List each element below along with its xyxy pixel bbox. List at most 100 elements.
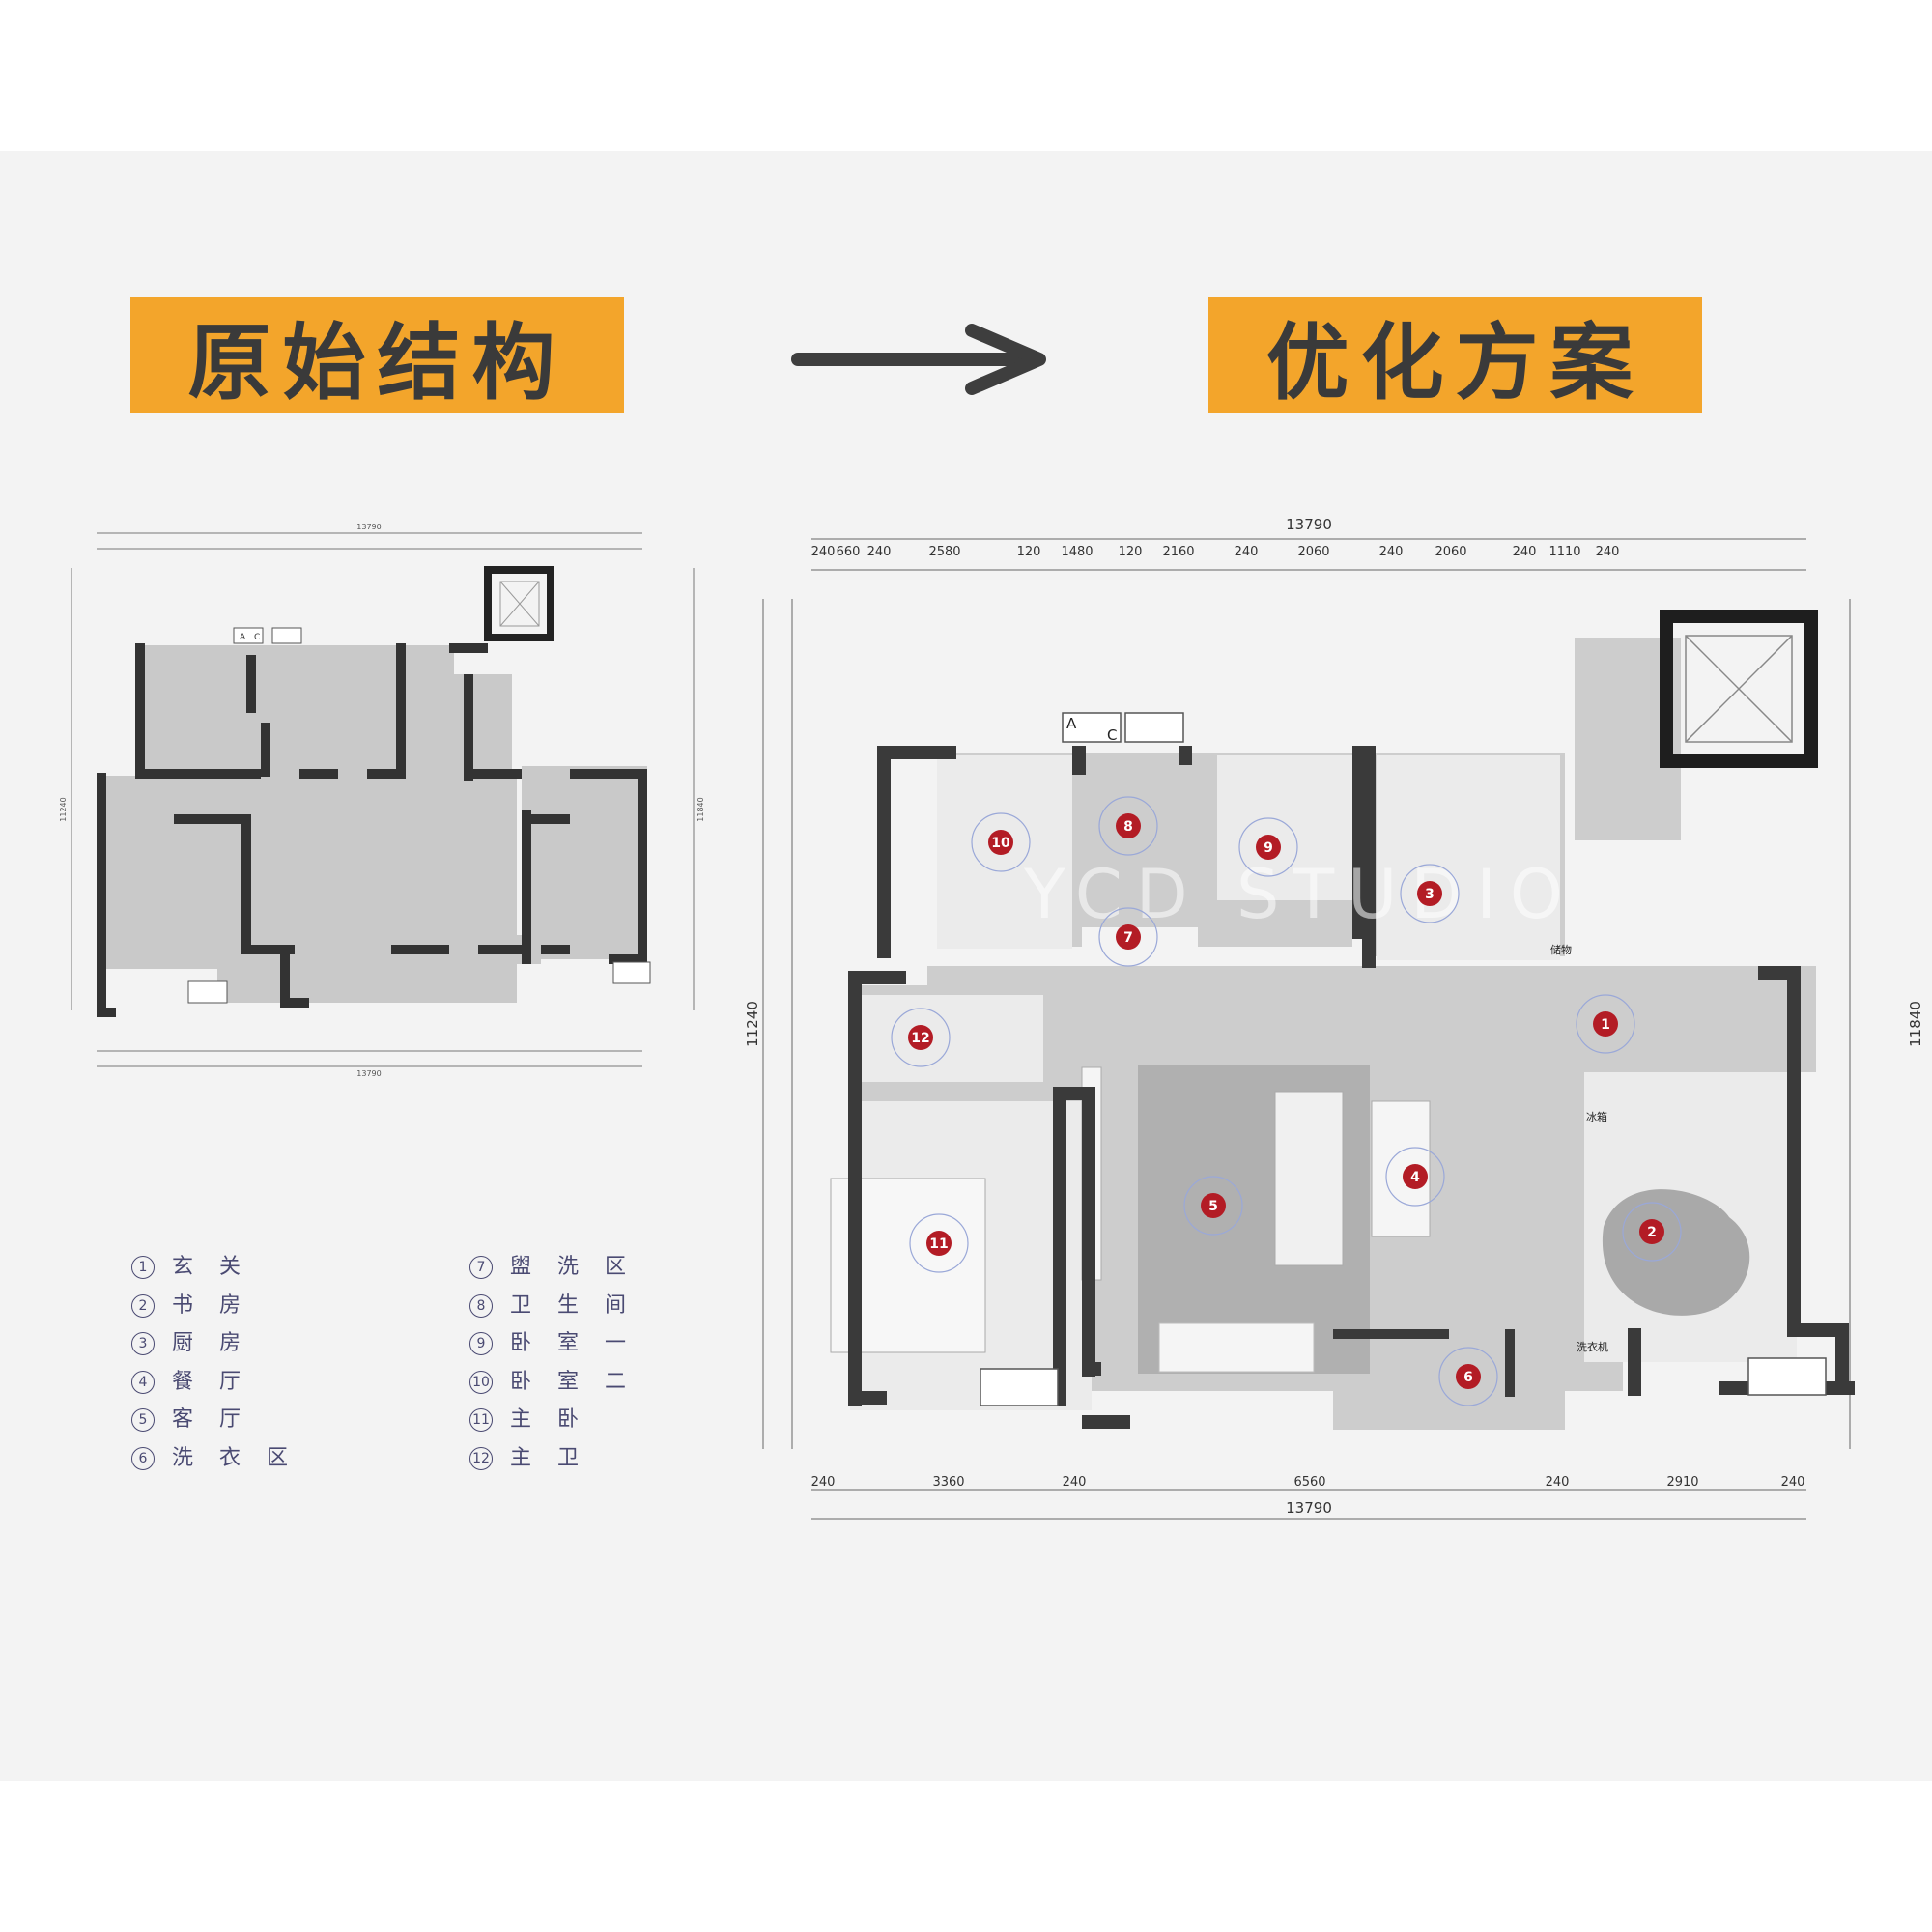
- optimized-elevator-shaft: [1660, 610, 1818, 768]
- optimized-walls: [848, 746, 1855, 1429]
- bottom-dimension-label: 6560: [1293, 1475, 1325, 1490]
- svg-text:8: 8: [1123, 819, 1133, 835]
- cabinet-label: 储物: [1550, 943, 1572, 956]
- room-marker-5: 5: [1183, 1176, 1243, 1236]
- room-marker-12: 12: [891, 1008, 951, 1067]
- legend-item-1: 1 玄 关: [131, 1249, 250, 1280]
- svg-text:10: 10: [991, 836, 1010, 851]
- fridge-label: 冰箱: [1586, 1110, 1607, 1123]
- top-dimension-label: 2580: [928, 545, 960, 559]
- legend-number: 3: [131, 1332, 155, 1355]
- optimized-ac-units: [980, 712, 1827, 1406]
- top-dimension-label: 240: [867, 545, 892, 559]
- legend-item-4: 4 餐 厅: [131, 1364, 250, 1395]
- svg-text:2: 2: [1647, 1225, 1657, 1240]
- original-total-width-bottom: 13790: [356, 1069, 381, 1078]
- top-dimension-label: 240: [1513, 545, 1537, 559]
- legend-number: 4: [131, 1370, 155, 1394]
- optimized-total-width-top: 13790: [1286, 516, 1332, 533]
- legend-room-name: 盥 洗 区: [510, 1255, 636, 1279]
- svg-text:7: 7: [1123, 930, 1133, 946]
- top-dimension-label: 1110: [1548, 545, 1580, 559]
- svg-text:1: 1: [1601, 1017, 1610, 1033]
- room-marker-6: 6: [1438, 1347, 1498, 1406]
- legend-room-name: 玄 关: [172, 1255, 250, 1279]
- optimized-total-height-left: 11240: [744, 1001, 761, 1047]
- original-top-dimension: [97, 532, 642, 550]
- top-dimension-label: 1480: [1061, 545, 1093, 559]
- transition-arrow-icon: [791, 324, 1046, 395]
- optimized-plan-title: 优化方案: [1265, 315, 1645, 412]
- legend-number: 1: [131, 1256, 155, 1279]
- study-rug: [1602, 1189, 1750, 1316]
- original-structure-title: 原始结构: [187, 315, 567, 412]
- top-dimension-label: 120: [1017, 545, 1041, 559]
- legend-room-name: 主 卫: [510, 1445, 588, 1470]
- legend-room-name: 餐 厅: [172, 1369, 250, 1394]
- room-marker-8: 8: [1098, 796, 1158, 856]
- legend-room-name: 卧 室 二: [510, 1369, 636, 1394]
- legend-room-name: 主 卧: [510, 1407, 588, 1432]
- legend-room-name: 客 厅: [172, 1407, 250, 1432]
- svg-text:9: 9: [1264, 840, 1273, 856]
- top-dimension-label: 120: [1119, 545, 1143, 559]
- room-marker-9: 9: [1238, 817, 1298, 877]
- svg-text:4: 4: [1410, 1170, 1420, 1185]
- legend-room-name: 洗 衣 区: [172, 1445, 298, 1470]
- original-ac-label-a: A: [240, 633, 246, 642]
- legend-number: 8: [469, 1293, 493, 1318]
- original-walls: [97, 643, 647, 1017]
- legend-item-7: 7 盥 洗 区: [469, 1249, 636, 1280]
- svg-text:3: 3: [1425, 887, 1435, 902]
- optimized-plan-header: 优化方案: [1208, 297, 1702, 413]
- legend-number: 10: [469, 1370, 493, 1394]
- legend-number: 2: [131, 1293, 155, 1318]
- optimized-dimension-lines: [762, 538, 1851, 1520]
- legend-number: 7: [469, 1256, 493, 1279]
- legend-room-name: 厨 房: [172, 1331, 250, 1355]
- legend-item-3: 3 厨 房: [131, 1325, 250, 1356]
- legend-item-5: 5 客 厅: [131, 1402, 250, 1433]
- legend-number: 6: [131, 1446, 155, 1470]
- room-marker-3: 3: [1400, 864, 1460, 923]
- svg-text:5: 5: [1208, 1199, 1218, 1214]
- svg-text:6: 6: [1463, 1370, 1473, 1385]
- legend-room-name: 书 房: [172, 1293, 250, 1318]
- optimized-total-width-bottom: 13790: [1286, 1499, 1332, 1517]
- room-marker-7: 7: [1098, 907, 1158, 967]
- bottom-dimension-label: 2910: [1666, 1475, 1698, 1490]
- room-marker-11: 11: [909, 1213, 969, 1273]
- room-marker-10: 10: [971, 812, 1031, 872]
- top-dimension-label: 660: [837, 545, 861, 559]
- bottom-dimension-label: 240: [1546, 1475, 1570, 1490]
- original-elevator-shaft: [484, 566, 554, 641]
- bottom-dimension-label: 240: [811, 1475, 836, 1490]
- bottom-dimension-label: 3360: [932, 1475, 964, 1490]
- original-floor-plan: 13790 13790 11240 11840: [59, 523, 705, 1078]
- top-dimension-label: 2160: [1162, 545, 1194, 559]
- top-dimension-label: 2060: [1435, 545, 1466, 559]
- washer-label: 洗衣机: [1577, 1340, 1608, 1353]
- legend-item-10: 10 卧 室 二: [469, 1364, 636, 1395]
- svg-text:11: 11: [929, 1236, 948, 1252]
- legend-number: 5: [131, 1408, 155, 1432]
- room-marker-4: 4: [1385, 1147, 1445, 1207]
- top-dimension-label: 240: [1235, 545, 1259, 559]
- legend-room-name: 卧 室 一: [510, 1331, 636, 1355]
- bottom-dimension-label: 240: [1063, 1475, 1087, 1490]
- original-structure-header: 原始结构: [130, 297, 624, 413]
- sofa: [1274, 1091, 1344, 1266]
- original-bottom-dimension: [97, 1050, 642, 1067]
- top-dimension-label: 240: [1379, 545, 1404, 559]
- ac-label-c: C: [1107, 726, 1117, 744]
- ac-label-a: A: [1066, 715, 1077, 732]
- room-marker-2: 2: [1622, 1202, 1682, 1262]
- original-ac-label-c: C: [254, 633, 260, 642]
